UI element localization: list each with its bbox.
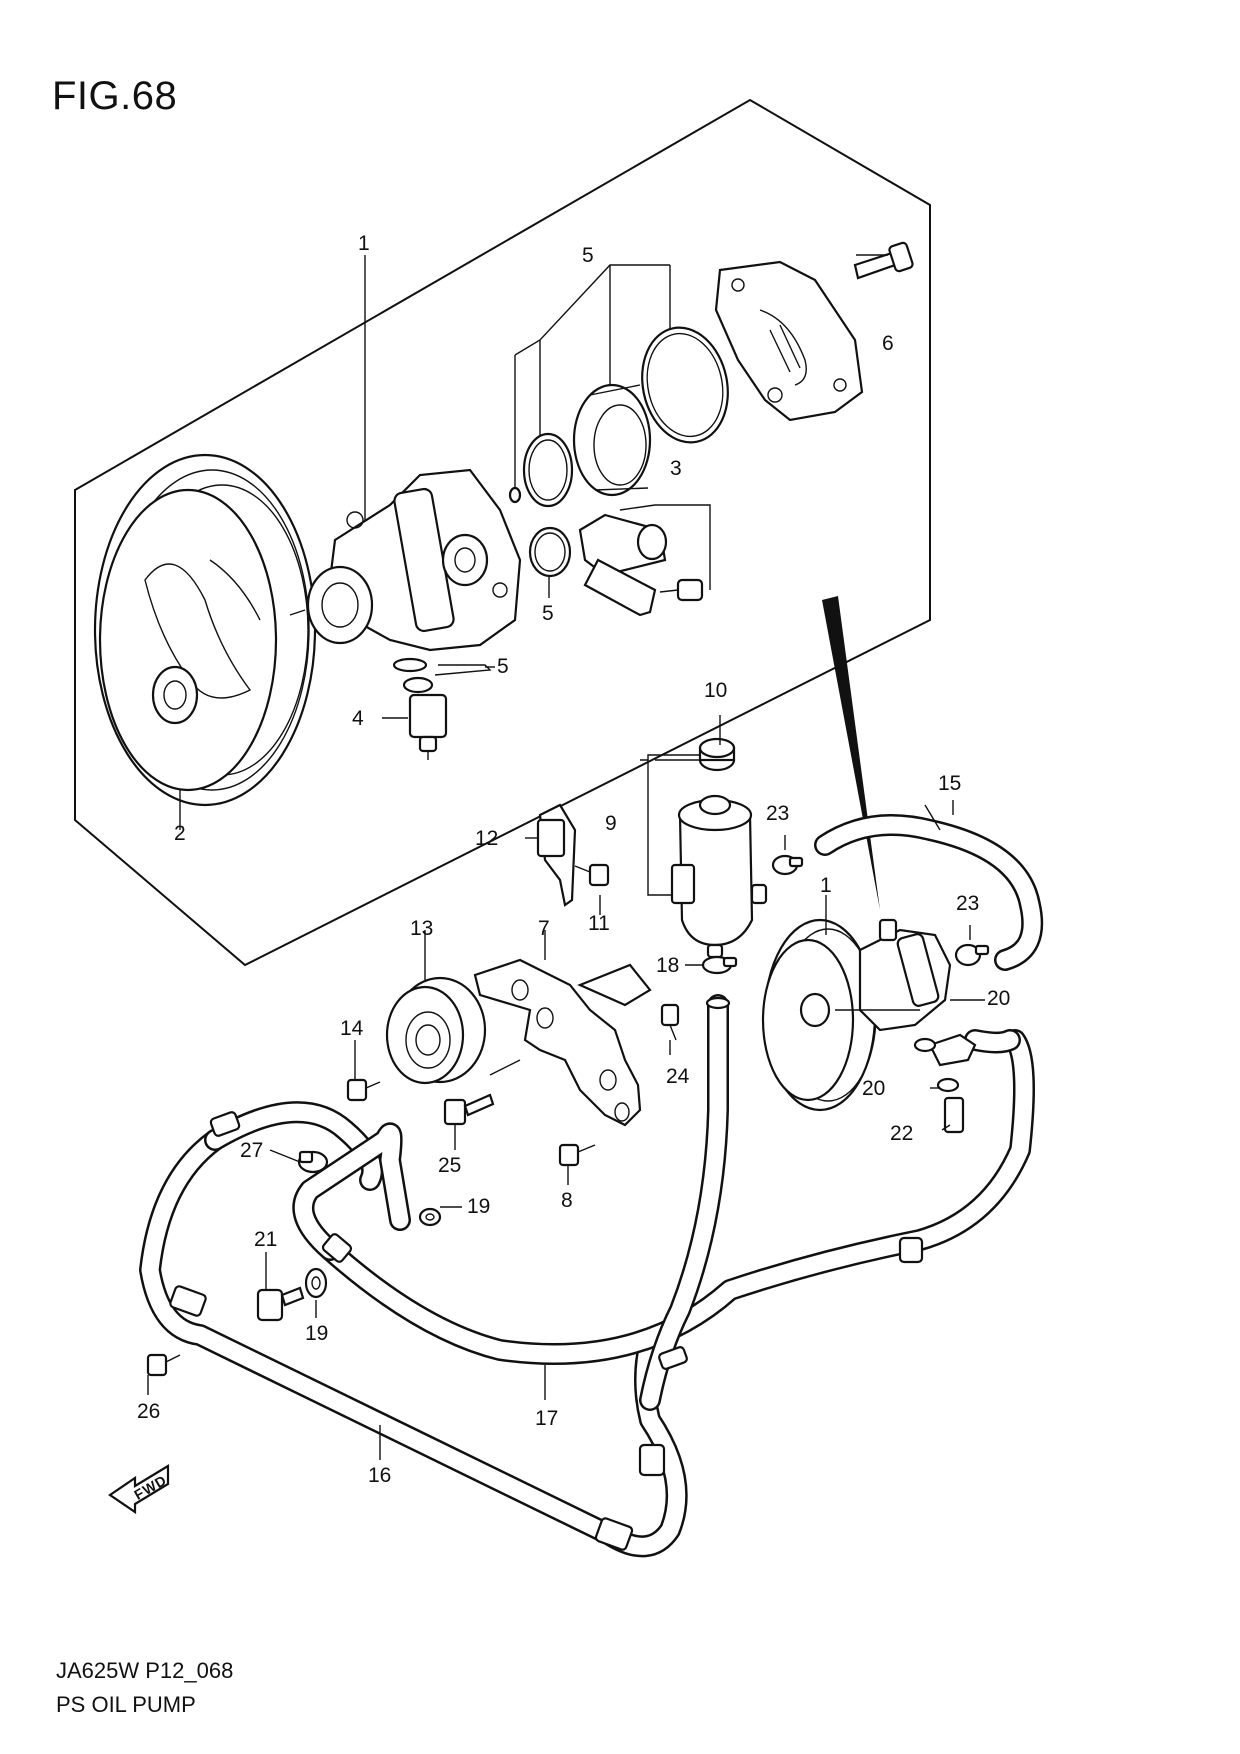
o-ring bbox=[522, 432, 574, 508]
bolt-6-part bbox=[853, 241, 914, 280]
callout-4: 4 bbox=[352, 707, 364, 730]
o-ring-lower bbox=[528, 526, 572, 578]
callout-26: 26 bbox=[137, 1400, 160, 1423]
callout-25: 25 bbox=[438, 1154, 461, 1177]
pulley-part bbox=[93, 453, 317, 807]
diagram-name: PS OIL PUMP bbox=[56, 1692, 196, 1717]
assembled-pump-part bbox=[761, 918, 952, 1112]
callout-10: 10 bbox=[704, 679, 727, 702]
callout-15: 15 bbox=[938, 772, 961, 795]
forward-arrow: FWD bbox=[108, 1464, 170, 1515]
hose-clamp bbox=[658, 1346, 688, 1370]
bolt-26-part bbox=[146, 1353, 181, 1377]
callout-3: 3 bbox=[670, 457, 682, 480]
callout-1-assembled: 1 bbox=[820, 874, 832, 897]
callout-24: 24 bbox=[666, 1065, 690, 1088]
callout-11: 11 bbox=[588, 912, 610, 935]
callout-16: 16 bbox=[368, 1464, 391, 1487]
callout-20-upper: 20 bbox=[987, 987, 1010, 1010]
pipe-clamp-2 bbox=[594, 1517, 634, 1551]
pressure-switch-part bbox=[392, 657, 448, 760]
bolt-11-part bbox=[574, 863, 610, 887]
callout-22: 22 bbox=[890, 1122, 913, 1145]
seal-ring-part bbox=[572, 383, 652, 497]
bolt-25-part bbox=[443, 1093, 495, 1126]
callout-7: 7 bbox=[538, 917, 550, 940]
callout-12: 12 bbox=[475, 827, 498, 850]
callout-6: 6 bbox=[882, 332, 894, 355]
callout-5-top: 5 bbox=[582, 244, 594, 267]
pump-body-part bbox=[289, 468, 522, 652]
pipe-clamp-3 bbox=[638, 1443, 666, 1477]
detail-box-outline bbox=[74, 98, 931, 967]
large-o-ring bbox=[641, 326, 729, 444]
hose-clamp-4 bbox=[321, 1233, 353, 1263]
union-bolt-22 bbox=[943, 1096, 965, 1134]
gasket-20-upper bbox=[913, 1037, 937, 1053]
callout-23-lower: 23 bbox=[956, 892, 979, 915]
washer-19-upper bbox=[418, 1207, 442, 1227]
callout-19-upper: 19 bbox=[467, 1195, 490, 1218]
callout-5-low: 5 bbox=[497, 655, 509, 678]
callout-18: 18 bbox=[656, 954, 679, 977]
rear-cover-part bbox=[714, 260, 864, 422]
washer-19-lower bbox=[304, 1267, 328, 1299]
o-ring-small bbox=[508, 486, 522, 504]
callout-2: 2 bbox=[174, 822, 186, 845]
leader-lines bbox=[147, 254, 985, 1460]
idler-pulley-part bbox=[385, 976, 487, 1085]
bolt-24-part bbox=[660, 1003, 680, 1041]
detail-pointer bbox=[822, 596, 880, 910]
union-fitting bbox=[928, 1033, 977, 1067]
callout-5-mid: 5 bbox=[542, 602, 554, 625]
callout-8: 8 bbox=[561, 1189, 573, 1212]
callout-20-lower: 20 bbox=[862, 1077, 885, 1100]
callout-21: 21 bbox=[254, 1228, 277, 1251]
gasket-20-lower bbox=[936, 1077, 960, 1093]
shaft-part-3 bbox=[578, 513, 704, 617]
callout-19-lower: 19 bbox=[305, 1322, 328, 1345]
hose-clamp-3 bbox=[898, 1236, 924, 1264]
reservoir-part bbox=[670, 794, 768, 959]
bolt-21-part bbox=[256, 1286, 305, 1322]
pump-bracket-part bbox=[473, 958, 652, 1127]
bolt-14-part bbox=[346, 1078, 381, 1102]
callout-14: 14 bbox=[340, 1017, 364, 1040]
callout-labels: 1 5 6 3 5 5 4 2 10 9 12 11 23 15 1 23 13… bbox=[137, 232, 1010, 1487]
pipe-clamp bbox=[169, 1285, 207, 1317]
figure-title: FIG.68 bbox=[52, 74, 178, 118]
callout-17: 17 bbox=[535, 1407, 558, 1430]
callout-13: 13 bbox=[410, 917, 433, 940]
callout-1-detail: 1 bbox=[358, 232, 370, 255]
diagram-code: JA625W P12_068 bbox=[56, 1658, 234, 1683]
callout-23-upper: 23 bbox=[766, 802, 789, 825]
hose-clamp-2 bbox=[209, 1111, 241, 1137]
callout-9: 9 bbox=[605, 812, 617, 835]
bolt-8-part bbox=[558, 1143, 596, 1167]
callout-27: 27 bbox=[240, 1139, 263, 1162]
